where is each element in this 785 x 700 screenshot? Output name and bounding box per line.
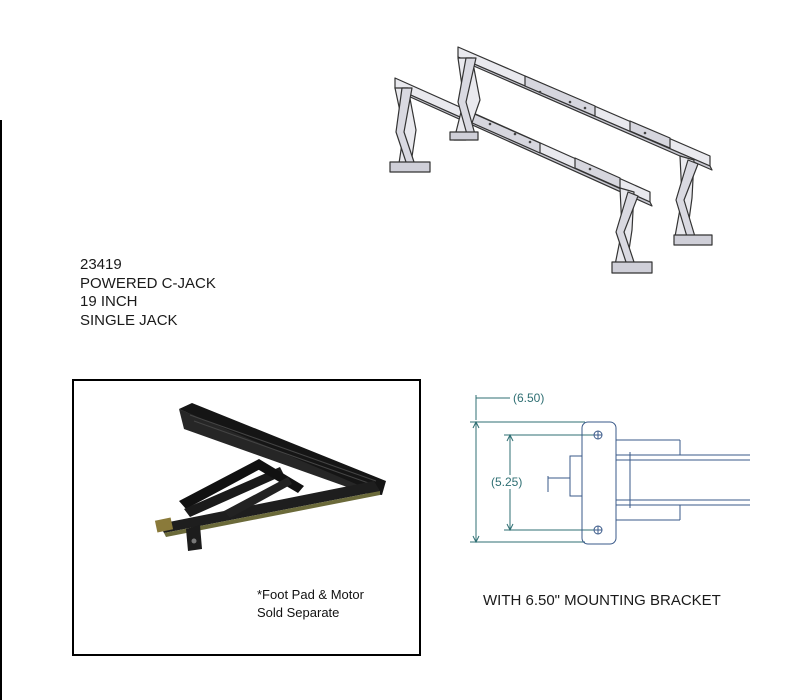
stabilizer-jack-frame-illustration: [389, 46, 713, 274]
product-quantity: SINGLE JACK: [80, 311, 178, 329]
bracket-schematic: [470, 395, 750, 545]
height-dimension-label: (5.25): [490, 475, 524, 489]
width-dimension-label: (6.50): [512, 391, 546, 405]
product-size: 19 INCH: [80, 293, 138, 310]
photo-note-line2: Sold Separate: [257, 605, 340, 620]
product-photo-frame: *Foot Pad & Motor Sold Separate: [72, 379, 421, 656]
product-name: POWERED C-JACK: [80, 274, 216, 292]
powered-jack-photo: [154, 403, 386, 551]
product-info: 23419 POWERED C-JACK 19 INCH SINGLE JACK: [80, 256, 216, 330]
photo-note-line1: *Foot Pad & Motor: [257, 587, 364, 602]
mounting-bracket-drawing: (6.50) (5.25): [460, 380, 760, 555]
left-border-line: [0, 120, 2, 700]
product-number: 23419: [80, 256, 122, 273]
photo-note: *Foot Pad & Motor Sold Separate: [257, 586, 364, 622]
bracket-caption: WITH 6.50" MOUNTING BRACKET: [483, 592, 721, 609]
